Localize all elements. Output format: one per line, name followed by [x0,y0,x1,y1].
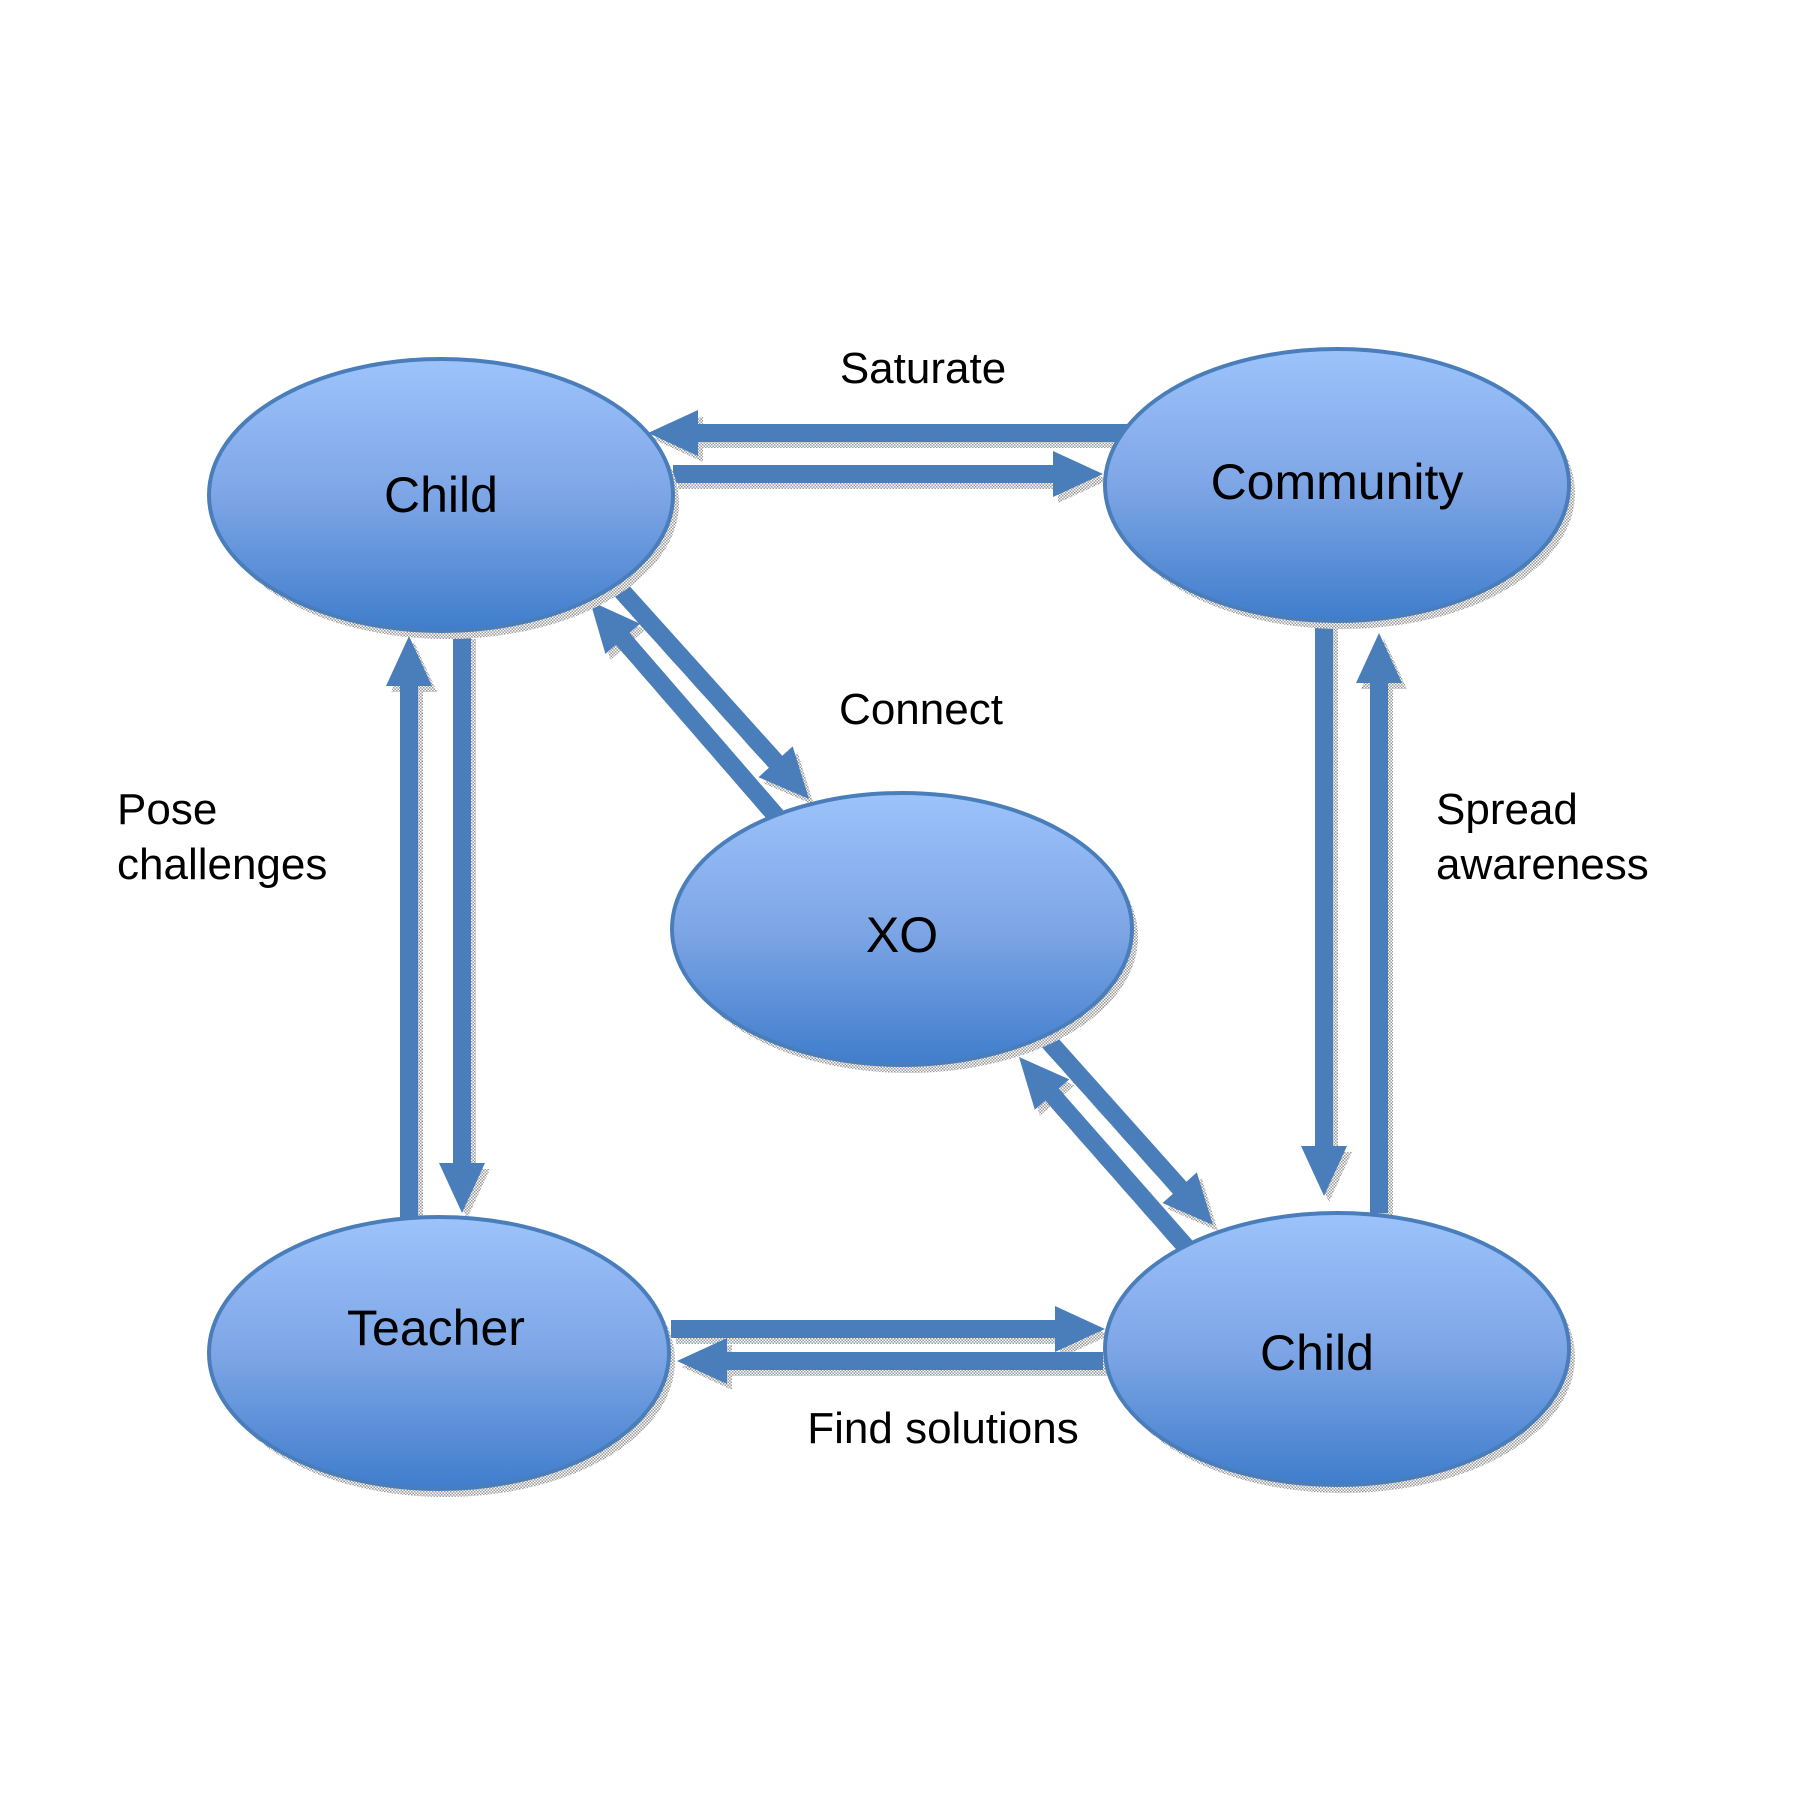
arrow-child-bottom-to-community [1356,633,1407,1219]
node-ellipse [1103,347,1571,623]
arrow-body [1019,1057,1194,1254]
arrow-body [1038,1031,1213,1225]
node-xo: XO [670,791,1138,1073]
arrow-body [439,633,485,1213]
label-find-solutions: Find solutions [807,1404,1078,1453]
node-label: Child [384,467,498,523]
node-label: XO [866,907,938,963]
edge-labels: Saturate Connect Pose challenges Spread … [117,344,1649,1453]
arrow-body [614,584,809,799]
label-pose-line1: Pose [117,785,217,834]
label-spread-line2: awareness [1436,840,1649,889]
arrow-body [386,636,432,1217]
arrow-body [590,601,785,824]
arrow-child-bottom-to-teacher [677,1338,1108,1390]
arrow-xo-to-child-bottom [1038,1031,1218,1231]
node-label: Teacher [347,1300,525,1356]
arrow-child-top-to-community [673,451,1108,503]
arrow-teacher-to-child-top [386,636,437,1223]
arrow-body [671,1306,1105,1352]
arrow-child-bottom-to-xo [1019,1057,1199,1260]
arrows-layer [386,410,1407,1390]
arrow-child-top-to-teacher [439,633,490,1219]
arrow-body [648,410,1132,456]
arrow-body [1301,621,1347,1196]
node-child-bottom: Child [1103,1211,1575,1493]
node-community: Community [1103,347,1575,629]
node-child-top: Child [207,357,679,639]
node-ellipse [1103,1211,1571,1487]
arrow-body [1356,633,1402,1213]
label-pose-line2: challenges [117,840,327,889]
node-label: Community [1211,454,1464,510]
node-ellipse [207,357,675,633]
arrow-community-to-child-bottom [1301,621,1352,1202]
label-spread-line1: Spread [1436,785,1578,834]
arrow-community-to-child-top [648,410,1137,462]
arrow-body [677,1338,1103,1384]
arrow-xo-to-child-top [590,601,790,830]
arrow-body [673,451,1103,497]
node-label: Child [1260,1325,1374,1381]
arrow-teacher-to-child-bottom [671,1306,1110,1358]
node-teacher: Teacher [207,1215,675,1497]
arrow-child-top-to-xo [614,584,814,805]
node-ellipse [670,791,1134,1067]
node-ellipse [207,1215,671,1491]
label-connect: Connect [839,685,1003,734]
label-saturate: Saturate [840,344,1006,393]
